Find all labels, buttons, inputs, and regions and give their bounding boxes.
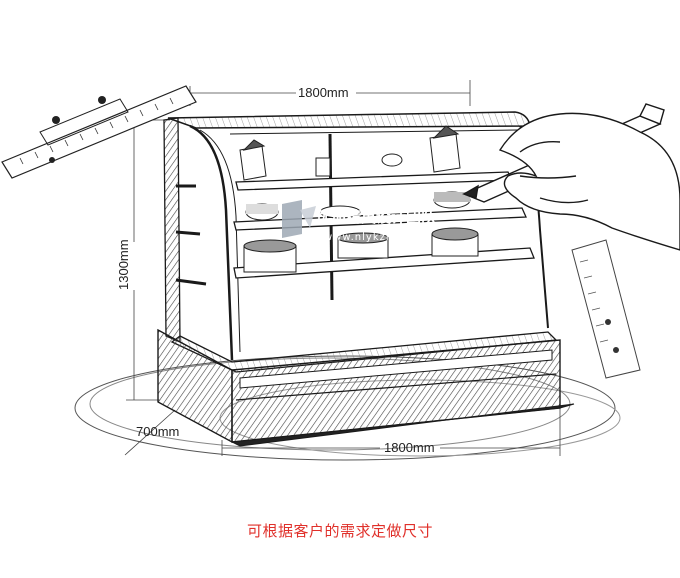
ruler-right: [571, 239, 641, 379]
hand-with-pencil-icon: [462, 103, 680, 251]
cake-box-right: [429, 125, 461, 173]
cake-box-left: [239, 139, 267, 181]
dimension-top-width: 1800mm: [298, 85, 349, 100]
watermark-url: www.nlykzl.com: [324, 232, 418, 243]
cake-row-bottom: [243, 227, 479, 273]
dessert-items: [239, 125, 479, 273]
caption-custom-size: 可根据客户的需求定做尺寸: [246, 522, 433, 540]
ruler-top-left: [1, 85, 197, 179]
dimension-height: 1300mm: [116, 239, 131, 290]
cabinet: [157, 111, 575, 447]
watermark-name: 优加精英设计团队: [316, 208, 437, 226]
dimension-bottom-width: 1800mm: [384, 440, 435, 455]
dessert-small: [381, 153, 403, 167]
dimension-depth: 700mm: [136, 424, 179, 439]
dessert-cup: [315, 157, 331, 177]
watermark: 优加精英设计团队 www.nlykzl.com: [282, 200, 437, 243]
cake-row-middle: [245, 191, 471, 221]
watermark-logo-icon: [282, 200, 316, 238]
